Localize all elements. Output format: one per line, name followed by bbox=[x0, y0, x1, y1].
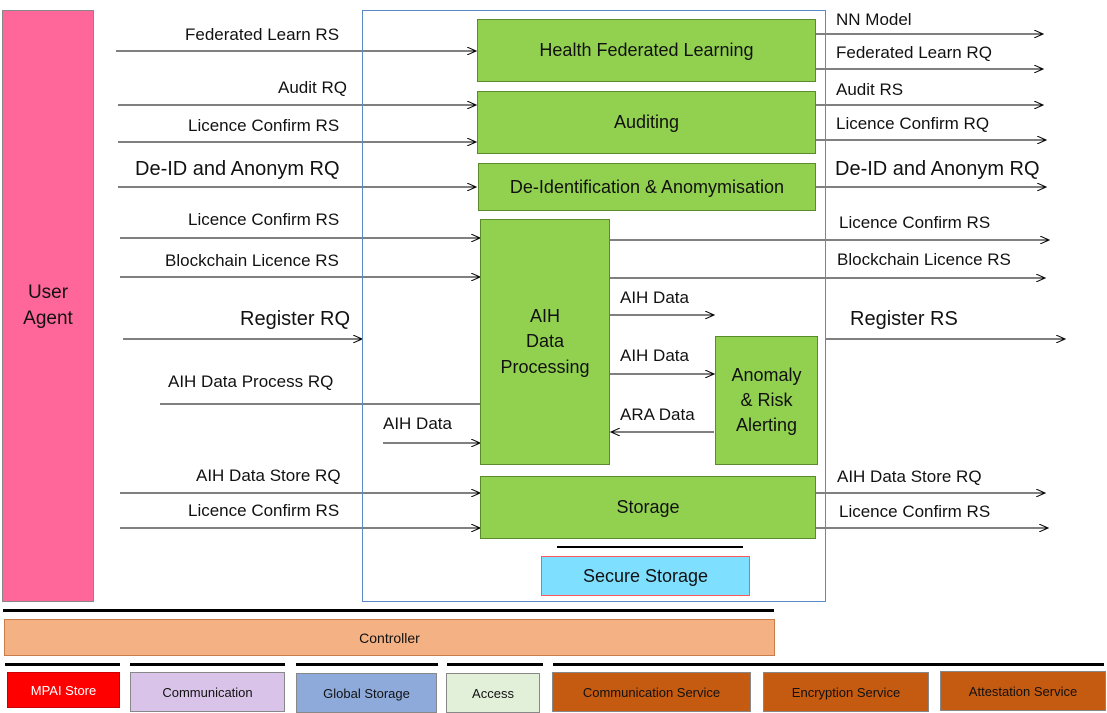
aih-data-processing-label: AIH Data Processing bbox=[500, 306, 590, 377]
label-federated-learn-rq: Federated Learn RQ bbox=[836, 43, 992, 62]
label-licence-confirm-rs-out-1: Licence Confirm RS bbox=[839, 213, 991, 232]
label-licence-confirm-rs-out-2: Licence Confirm RS bbox=[839, 502, 991, 521]
label-aih-data-internal-1: AIH Data bbox=[620, 288, 689, 307]
storage-module: Storage bbox=[480, 476, 816, 539]
secure-storage: Secure Storage bbox=[541, 556, 750, 596]
anomaly-risk-alerting-label: Anomaly & Risk Alerting bbox=[731, 364, 802, 436]
service-bar-2 bbox=[130, 663, 285, 666]
aih-data-processing-module: AIH Data Processing bbox=[480, 219, 610, 465]
auditing-module: Auditing bbox=[477, 91, 816, 154]
label-register-rs: Register RS bbox=[850, 308, 958, 330]
service-bar-4 bbox=[447, 663, 543, 666]
label-licence-confirm-rs-in-2: Licence Confirm RS bbox=[188, 210, 340, 229]
label-audit-rq: Audit RQ bbox=[278, 78, 347, 97]
service-bar-3 bbox=[296, 663, 438, 666]
label-aih-data-process-rq: AIH Data Process RQ bbox=[168, 372, 334, 391]
health-federated-learning-module: Health Federated Learning bbox=[477, 19, 816, 82]
label-licence-confirm-rs-in-1: Licence Confirm RS bbox=[188, 116, 340, 135]
service-bar-5 bbox=[553, 663, 1104, 666]
label-licence-confirm-rq: Licence Confirm RQ bbox=[836, 114, 990, 133]
attestation-service: Attestation Service bbox=[940, 671, 1106, 711]
anomaly-risk-alerting-module: Anomaly & Risk Alerting bbox=[715, 336, 818, 465]
deidentification-module: De-Identification & Anomymisation bbox=[478, 163, 816, 211]
health-ai-container bbox=[362, 10, 826, 602]
label-register-rq: Register RQ bbox=[240, 308, 351, 330]
service-bar-1 bbox=[5, 663, 120, 666]
communication-service: Communication Service bbox=[552, 672, 751, 712]
label-aih-data-in: AIH Data bbox=[383, 414, 452, 433]
label-blockchain-licence-rs-in: Blockchain Licence RS bbox=[165, 251, 339, 270]
label-deid-rq-out: De-ID and Anonym RQ bbox=[835, 158, 1040, 180]
label-audit-rs: Audit RS bbox=[836, 80, 904, 99]
access: Access bbox=[446, 673, 540, 713]
label-licence-confirm-rs-in-3: Licence Confirm RS bbox=[188, 501, 340, 520]
label-deid-rq-in: De-ID and Anonym RQ bbox=[135, 158, 340, 180]
label-federated-learn-rs: Federated Learn RS bbox=[185, 25, 340, 44]
mpai-store: MPAI Store bbox=[7, 672, 120, 708]
global-storage: Global Storage bbox=[296, 673, 437, 713]
controller: Controller bbox=[4, 619, 775, 656]
encryption-service: Encryption Service bbox=[763, 672, 929, 712]
user-agent: User Agent bbox=[2, 10, 94, 602]
label-nn-model: NN Model bbox=[836, 10, 912, 29]
label-blockchain-licence-rs-out: Blockchain Licence RS bbox=[837, 250, 1011, 269]
label-aih-data-internal-2: AIH Data bbox=[620, 346, 689, 365]
secure-storage-bar bbox=[557, 546, 743, 548]
label-aih-data-store-rq-out: AIH Data Store RQ bbox=[837, 467, 982, 486]
label-ara-data: ARA Data bbox=[620, 405, 695, 424]
communication: Communication bbox=[130, 672, 285, 712]
controller-bar bbox=[3, 609, 774, 612]
label-aih-data-store-rq-in: AIH Data Store RQ bbox=[196, 466, 341, 485]
